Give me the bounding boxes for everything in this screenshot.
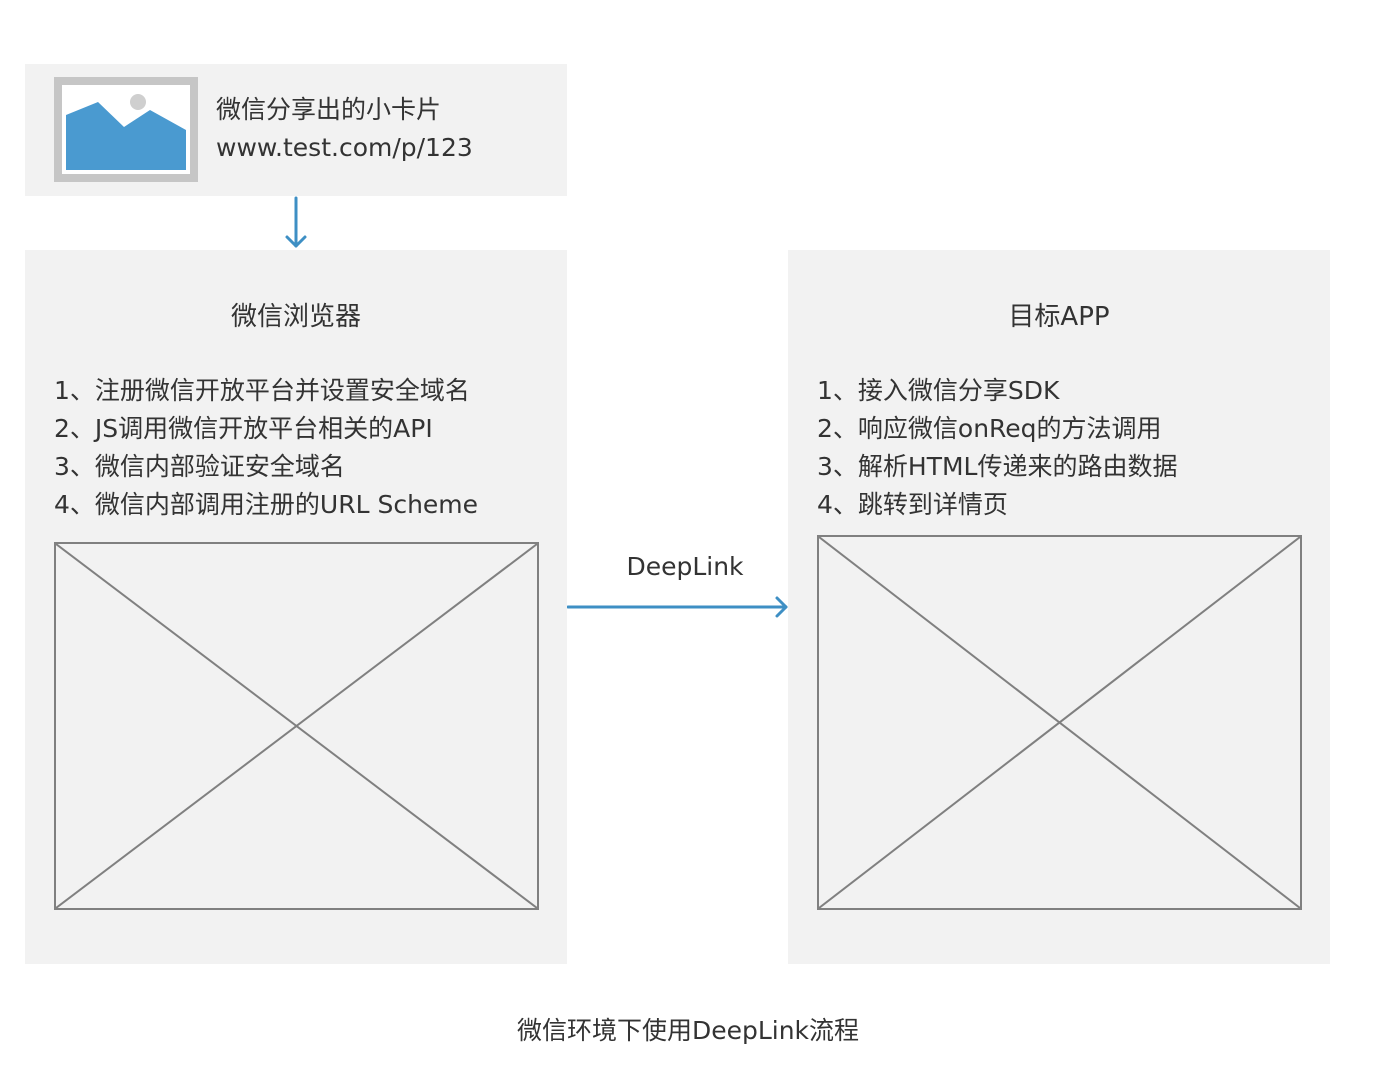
app-step: 1、接入微信分享SDK	[817, 376, 1060, 405]
target-app-box: 目标APP 1、接入微信分享SDK 2、响应微信onReq的方法调用 3、解析H…	[788, 250, 1330, 964]
wechat-browser-box: 微信浏览器 1、注册微信开放平台并设置安全域名 2、JS调用微信开放平台相关的A…	[25, 250, 567, 964]
app-step: 2、响应微信onReq的方法调用	[817, 414, 1162, 443]
placeholder-cross-icon	[819, 537, 1300, 908]
browser-step: 1、注册微信开放平台并设置安全域名	[54, 376, 470, 405]
deeplink-label: DeepLink	[626, 552, 744, 581]
app-screen-placeholder	[817, 535, 1302, 910]
browser-title: 微信浏览器	[230, 302, 361, 332]
placeholder-cross-icon	[56, 544, 537, 908]
share-card: 微信分享出的小卡片 www.test.com/p/123	[25, 64, 567, 196]
browser-to-app-arrow	[566, 596, 788, 618]
app-step: 3、解析HTML传递来的路由数据	[817, 452, 1178, 481]
browser-steps: 1、注册微信开放平台并设置安全域名 2、JS调用微信开放平台相关的API 3、微…	[54, 372, 478, 524]
browser-screen-placeholder	[54, 542, 539, 910]
app-step: 4、跳转到详情页	[817, 490, 1008, 519]
app-steps: 1、接入微信分享SDK 2、响应微信onReq的方法调用 3、解析HTML传递来…	[817, 372, 1177, 524]
app-title: 目标APP	[1008, 302, 1110, 332]
browser-step: 2、JS调用微信开放平台相关的API	[54, 414, 433, 443]
browser-step: 4、微信内部调用注册的URL Scheme	[54, 490, 479, 519]
card-title: 微信分享出的小卡片	[216, 95, 442, 124]
card-to-browser-arrow	[285, 196, 307, 248]
card-thumbnail-frame	[54, 77, 198, 182]
card-url: www.test.com/p/123	[216, 133, 473, 162]
image-icon	[62, 85, 190, 174]
figure-caption: 微信环境下使用DeepLink流程	[516, 1016, 860, 1045]
browser-step: 3、微信内部验证安全域名	[54, 452, 345, 481]
